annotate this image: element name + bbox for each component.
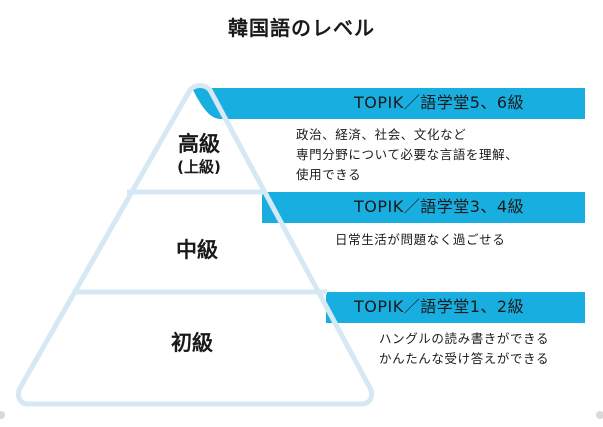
tier-name-advanced-main: 高級 xyxy=(178,132,220,156)
band-label-advanced: TOPIK／語学堂5、6級 xyxy=(354,93,525,112)
diagram-title: 韓国語のレベル xyxy=(228,16,375,40)
band-intermediate xyxy=(262,192,585,223)
tier-name-intermediate: 中級 xyxy=(176,238,218,262)
desc-intermediate: 日常生活が問題なく過ごせる xyxy=(335,230,505,250)
desc-line: 日常生活が問題なく過ごせる xyxy=(335,232,506,247)
desc-beginner: ハングルの読み書きができる かんたんな受け答えができる xyxy=(379,329,549,369)
desc-line: ハングルの読み書きができる xyxy=(379,331,550,346)
desc-line: 使用できる xyxy=(296,167,362,182)
tier-name-beginner: 初級 xyxy=(171,331,213,355)
band-advanced xyxy=(192,88,585,119)
tier-name-advanced-sub: (上級) xyxy=(177,158,221,176)
band-label-intermediate: TOPIK／語学堂3、4級 xyxy=(354,197,525,216)
corner-dot xyxy=(0,411,5,419)
desc-line: かんたんな受け答えができる xyxy=(379,351,550,366)
pyramid-outline xyxy=(15,83,375,407)
desc-line: 政治、経済、社会、文化など xyxy=(296,127,467,142)
tier-name-advanced: 高級 (上級) xyxy=(139,131,259,177)
corner-dot xyxy=(596,411,603,419)
band-beginner xyxy=(326,292,585,323)
desc-line: 専門分野について必要な言語を理解、 xyxy=(296,147,519,162)
band-label-beginner: TOPIK／語学堂1、2級 xyxy=(354,297,525,316)
desc-advanced: 政治、経済、社会、文化など 専門分野について必要な言語を理解、 使用できる xyxy=(296,125,518,185)
